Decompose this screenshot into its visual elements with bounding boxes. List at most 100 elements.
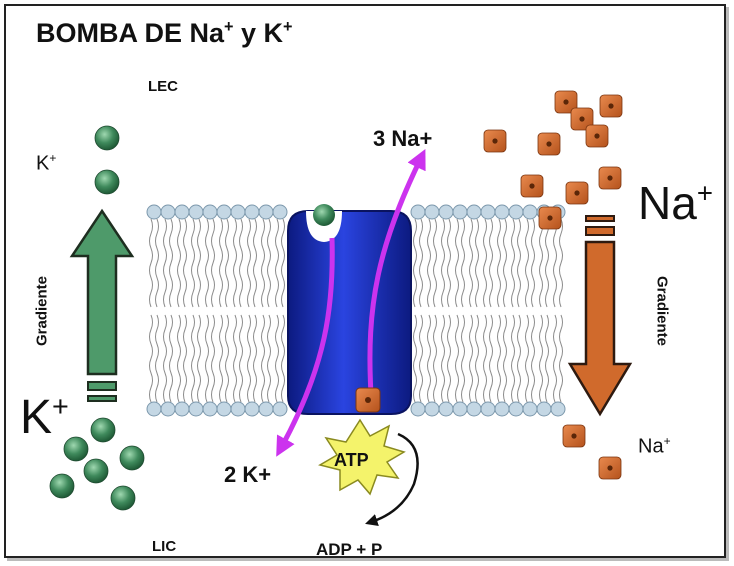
- lipid-tail: [177, 314, 181, 403]
- lipid-tail: [261, 218, 265, 308]
- phospholipid-head: [550, 401, 566, 417]
- lipid-tail: [517, 218, 521, 308]
- lipid-tail: [205, 218, 209, 308]
- pump-bound-potassium-ion: [313, 204, 335, 226]
- lipid-tail: [247, 218, 251, 308]
- lipid-tail: [183, 218, 187, 308]
- lipid-tail: [219, 314, 223, 403]
- lipid-tail: [247, 314, 251, 403]
- lipid-tail: [461, 314, 465, 403]
- lipid-tail: [155, 314, 159, 403]
- extracellular-fluid-label: LEC: [148, 78, 178, 95]
- phospholipid-head: [188, 401, 204, 417]
- lipid-tail: [239, 314, 243, 403]
- sodium-ion-core: [579, 116, 585, 122]
- phospholipid-head: [438, 401, 454, 417]
- phospholipid-head: [522, 204, 538, 220]
- phospholipid-head: [272, 401, 288, 417]
- phospholipid-head: [480, 401, 496, 417]
- phospholipid-head: [146, 204, 162, 220]
- phospholipid-head: [188, 204, 204, 220]
- lipid-tail: [163, 218, 167, 308]
- lipid-tail: [275, 314, 279, 403]
- lipid-tail: [489, 314, 493, 403]
- sodium-outside-label: Na+: [638, 177, 713, 229]
- lipid-tail: [511, 218, 515, 308]
- lipid-tail: [441, 218, 445, 308]
- sodium-ion-core: [608, 103, 614, 109]
- lipid-tail: [225, 218, 229, 308]
- potassium-transport-arrow: [276, 237, 335, 457]
- lipid-tail: [149, 218, 153, 308]
- sodium-gradient-arrow: [567, 215, 633, 417]
- lipid-tail: [427, 218, 431, 308]
- sodium-ion-core: [571, 433, 577, 439]
- lipid-tail: [483, 218, 487, 308]
- gradient-label-left: Gradiente: [33, 275, 51, 347]
- lipid-tail: [447, 314, 451, 403]
- lipid-tail: [281, 218, 285, 308]
- sodium-ion-core: [607, 465, 613, 471]
- sodium-inside-label: Na+: [638, 434, 671, 458]
- lipid-tail: [163, 314, 167, 403]
- phospholipid-head: [216, 401, 232, 417]
- lipid-tail: [559, 218, 563, 308]
- sodium-potassium-pump: [287, 210, 412, 415]
- sodium-ion-core: [594, 133, 600, 139]
- potassium-influx-label: 2 K+: [224, 462, 272, 487]
- lipid-tail: [553, 314, 557, 403]
- lipid-tail: [475, 314, 479, 403]
- lipid-tail: [205, 314, 209, 403]
- phospholipid-head: [146, 401, 162, 417]
- membrane-lipid-tails: [149, 218, 563, 403]
- lipid-tail: [545, 218, 549, 308]
- lipid-tail: [413, 218, 417, 308]
- sodium-ion-core: [546, 141, 552, 147]
- lipid-tail: [177, 218, 181, 308]
- lipid-tail: [433, 314, 437, 403]
- phospholipid-head: [244, 204, 260, 220]
- lipid-tail: [497, 218, 501, 308]
- potassium-ion: [83, 458, 109, 484]
- phospholipid-head: [230, 401, 246, 417]
- phospholipid-head: [160, 204, 176, 220]
- potassium-ion: [119, 445, 145, 471]
- sodium-transport-arrow: [367, 149, 426, 395]
- potassium-ion: [94, 169, 120, 195]
- lipid-tail: [559, 314, 563, 403]
- phospholipid-head: [160, 401, 176, 417]
- lipid-tail: [447, 218, 451, 308]
- lipid-tail: [441, 314, 445, 403]
- phospholipid-head: [480, 204, 496, 220]
- phospholipid-head: [494, 204, 510, 220]
- lipid-tail: [503, 314, 507, 403]
- lipid-tail: [267, 314, 271, 403]
- lipid-tail: [525, 218, 529, 308]
- lipid-tail: [275, 218, 279, 308]
- lipid-tail: [233, 314, 237, 403]
- lipid-tail: [261, 314, 265, 403]
- lipid-tail: [539, 314, 543, 403]
- lipid-tail: [413, 314, 417, 403]
- lipid-tail: [427, 314, 431, 403]
- adp-label: ADP + P: [316, 540, 383, 558]
- sodium-ion-core: [529, 183, 535, 189]
- lipid-tail: [191, 314, 195, 403]
- potassium-ion: [110, 485, 136, 511]
- lipid-tail: [545, 314, 549, 403]
- lipid-tail: [511, 314, 515, 403]
- pump-bound-sodium-core: [365, 397, 371, 403]
- lipid-tail: [539, 218, 543, 308]
- diagram-title: BOMBA DE Na+ y K+: [36, 18, 293, 48]
- lipid-tail: [475, 218, 479, 308]
- sodium-ion-core: [547, 215, 553, 221]
- lipid-tail: [517, 314, 521, 403]
- phospholipid-head: [424, 401, 440, 417]
- phospholipid-head: [272, 204, 288, 220]
- sodium-efflux-label: 3 Na+: [373, 126, 433, 151]
- lipid-tail: [503, 218, 507, 308]
- sodium-ions: [483, 90, 623, 480]
- diagram-frame: BOMBA DE Na+ y K+ LEC LIC K+ K+ Na+ Na+ …: [4, 4, 726, 558]
- lipid-tail: [183, 314, 187, 403]
- lipid-tail: [531, 314, 535, 403]
